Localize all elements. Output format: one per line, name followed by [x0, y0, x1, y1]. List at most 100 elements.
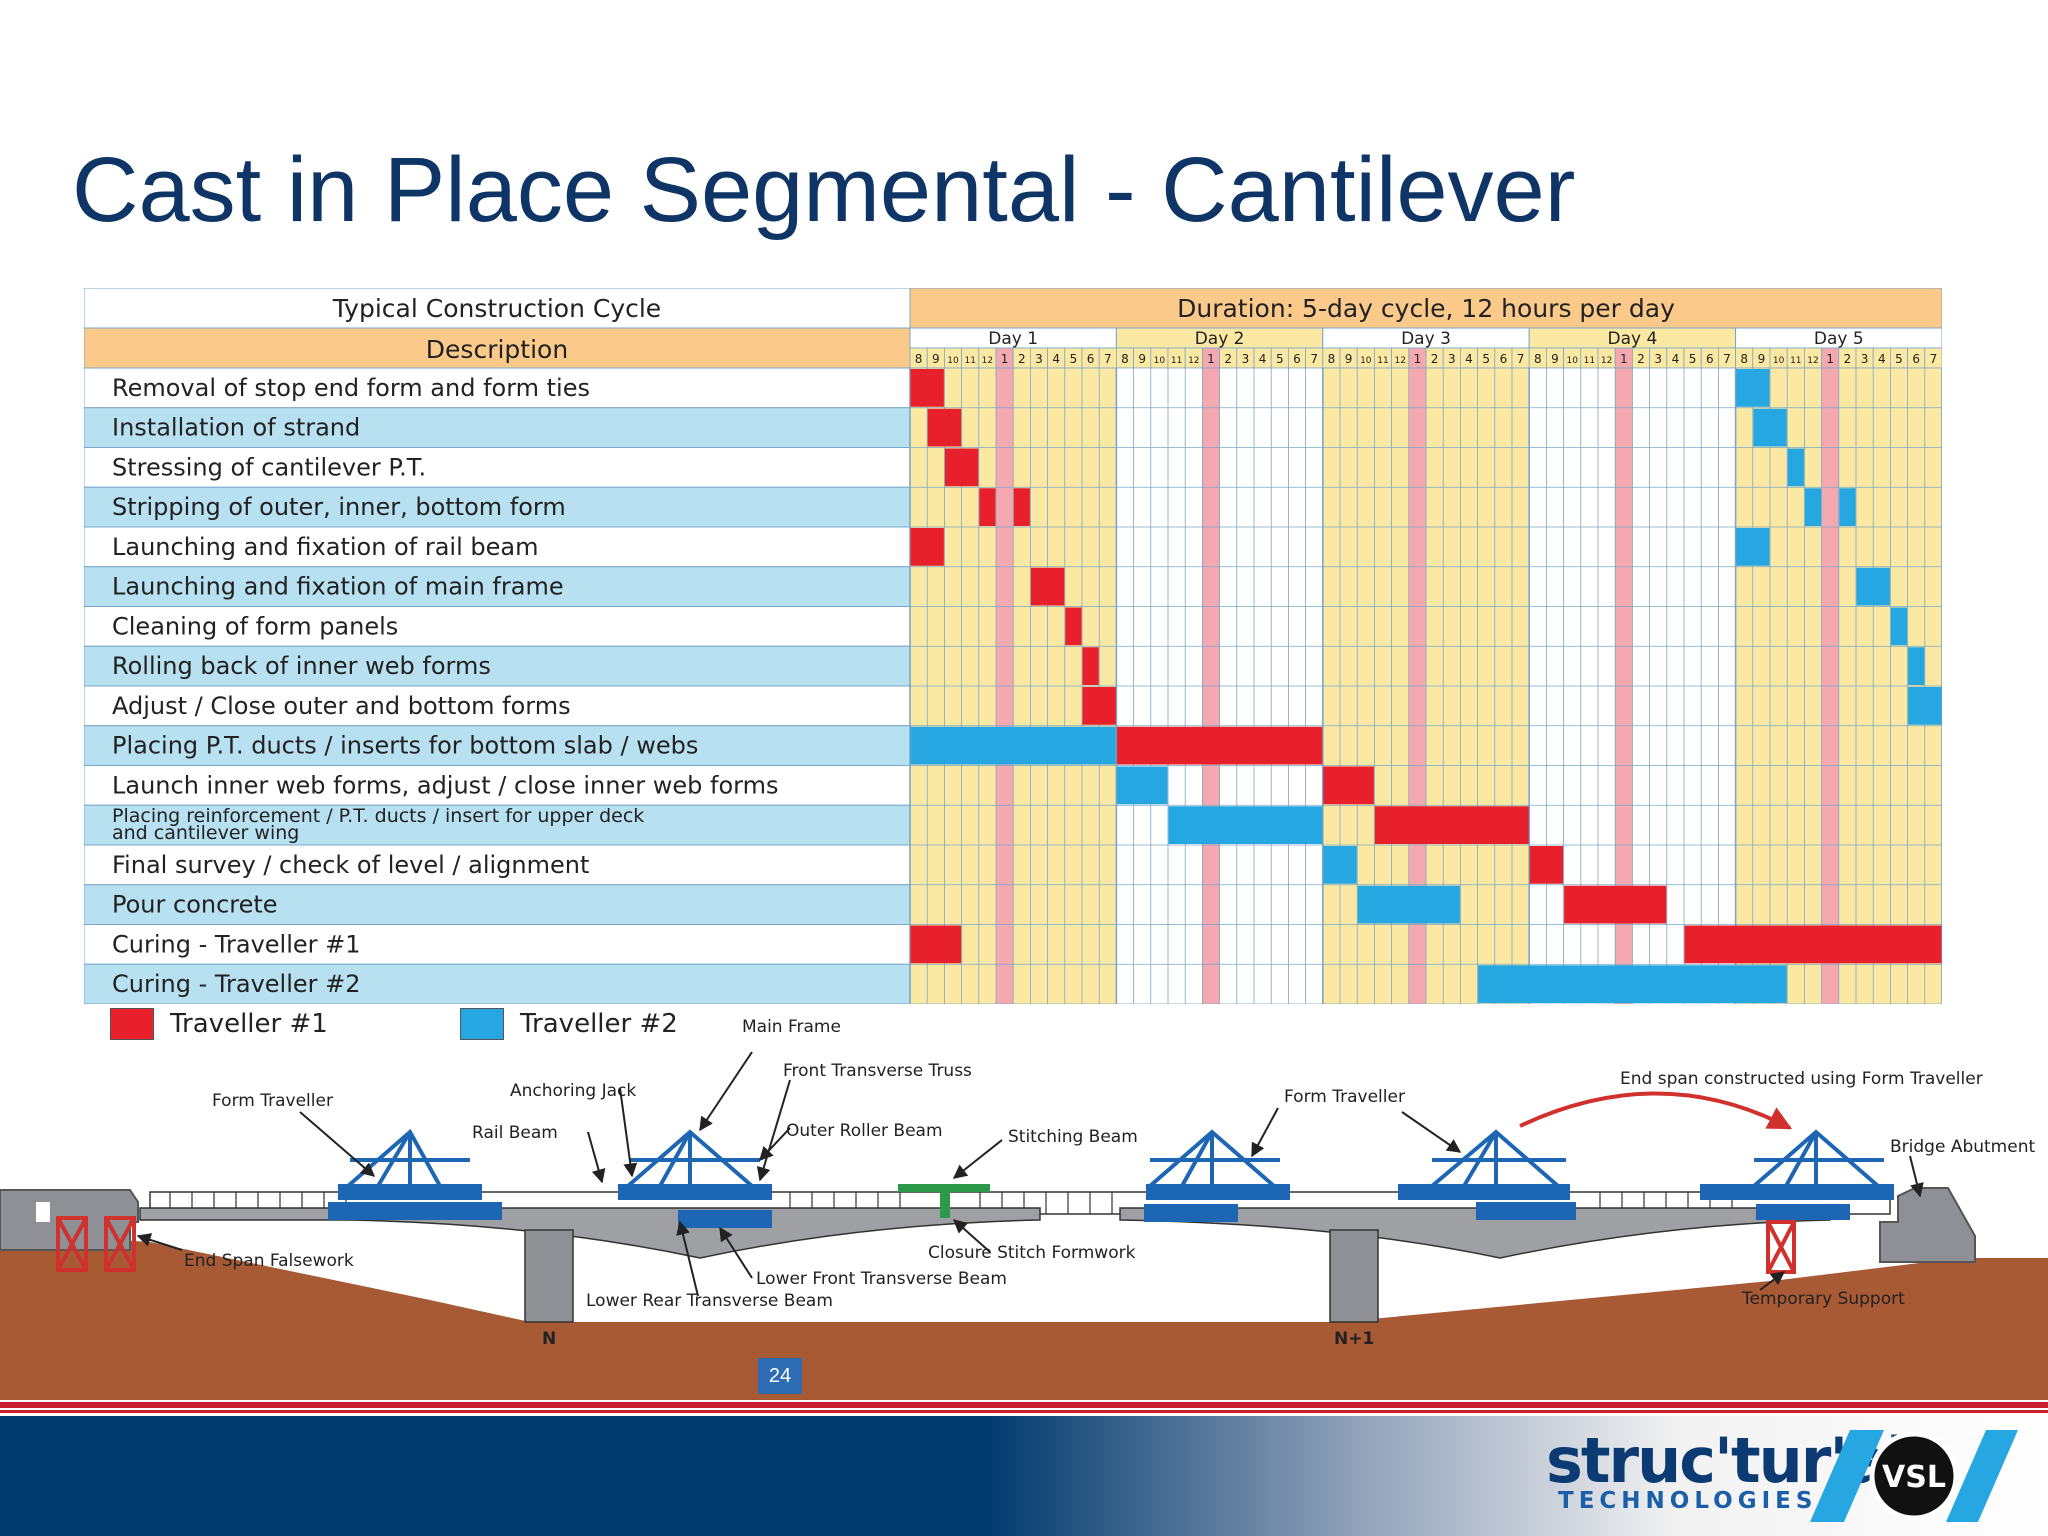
header-duration-label: Duration: 5-day cycle, 12 hours per day: [1177, 294, 1675, 323]
end-span-falsework: [56, 1216, 136, 1272]
label-end-span-note: End span constructed using Form Travelle…: [1620, 1069, 1983, 1089]
task-row-7: [84, 645, 911, 687]
hour-header-label-2-4: 4: [1259, 352, 1267, 366]
task-bar-3-3-traveller-2: [1839, 488, 1856, 526]
task-row-13: [84, 884, 911, 925]
label-anchoring-jack: Anchoring Jack: [510, 1081, 636, 1101]
cantilever-deck-n1: [1119, 1207, 1831, 1259]
label-pier-n1: N+1: [1334, 1329, 1374, 1349]
right-abutment: [1879, 1187, 1976, 1263]
end-span-arrow: [1519, 1091, 1793, 1130]
task-bar-4-1-traveller-2: [1736, 528, 1770, 566]
task-bar-0-0-traveller-1: [910, 369, 944, 407]
hour-header-label-5-1: 1: [1826, 352, 1834, 366]
legend-item-traveller-1: Traveller #1: [110, 1006, 328, 1042]
task-bar-10-0-traveller-2: [1116, 766, 1168, 805]
day-header-label-1: Day 1: [988, 329, 1038, 349]
task-label-11-line-1: Placing reinforcement / P.T. ducts / ins…: [112, 805, 644, 827]
hour-header-label-3-5: 5: [1482, 352, 1490, 366]
task-bar-5-0-traveller-1: [1030, 567, 1065, 606]
task-bar-3-2-traveller-2: [1804, 488, 1822, 526]
task-bar-8-1-traveller-2: [1908, 687, 1942, 725]
task-row-6: [84, 606, 911, 647]
hour-header-label-2-10: 10: [1154, 356, 1166, 366]
day-header-label-2: Day 2: [1195, 329, 1245, 349]
label-temporary-support: Temporary Support: [1741, 1289, 1905, 1309]
hour-header-label-3-12: 12: [1394, 356, 1405, 366]
end-span-deck-left: [139, 1207, 351, 1221]
stitching-beam: [898, 1184, 990, 1218]
day-header-label-3: Day 3: [1401, 329, 1451, 349]
label-end-span-falsework: End Span Falsework: [184, 1251, 354, 1271]
task-label-9: Placing P.T. ducts / inserts for bottom …: [112, 732, 698, 760]
form-traveller-3: [1144, 1129, 1290, 1222]
label-bridge-abutment: Bridge Abutment: [1890, 1137, 2035, 1157]
vsl-circle: [1869, 1431, 1959, 1521]
hour-header-label-1-11: 11: [964, 356, 975, 366]
page-number-badge: 24: [758, 1358, 802, 1394]
hour-header-label-5-12: 12: [1807, 356, 1818, 366]
task-bar-11-0-traveller-2: [1168, 806, 1323, 844]
task-bar-6-1-traveller-2: [1890, 607, 1908, 646]
hour-header-label-1-2: 2: [1018, 352, 1026, 366]
task-bar-12-0-traveller-2: [1323, 846, 1357, 884]
hour-header-label-1-8: 8: [915, 352, 923, 366]
task-bar-9-1-traveller-1: [1116, 726, 1323, 765]
hour-header-label-4-1: 1: [1620, 352, 1628, 366]
hour-header-label-2-2: 2: [1224, 352, 1232, 366]
hour-header-label-5-6: 6: [1912, 352, 1920, 366]
hour-header-label-1-5: 5: [1070, 352, 1078, 366]
task-row-12: [84, 844, 911, 886]
label-main-frame: Main Frame: [742, 1017, 841, 1037]
hour-header-label-1-9: 9: [932, 352, 940, 366]
hour-header-label-4-7: 7: [1723, 352, 1731, 366]
hour-header-label-3-3: 3: [1448, 352, 1456, 366]
form-traveller-4: [1398, 1129, 1576, 1220]
day-header-label-5: Day 5: [1814, 329, 1864, 349]
task-label-15: Curing - Traveller #2: [112, 970, 361, 998]
task-bar-6-0-traveller-1: [1065, 607, 1082, 646]
hour-header-label-3-1: 1: [1414, 352, 1422, 366]
task-bar-14-1-traveller-1: [1684, 925, 1942, 964]
hour-header-label-3-7: 7: [1517, 352, 1525, 366]
task-bar-4-0-traveller-1: [910, 528, 944, 566]
vsl-stripe-left: [1810, 1430, 1884, 1522]
task-bar-14-0-traveller-1: [910, 925, 962, 964]
hour-header-label-2-8: 8: [1121, 352, 1129, 366]
task-bar-13-0-traveller-2: [1357, 885, 1460, 924]
task-bar-5-1-traveller-2: [1856, 567, 1890, 606]
task-label-5: Launching and fixation of main frame: [112, 573, 564, 601]
hour-header-label-3-8: 8: [1328, 352, 1336, 366]
form-traveller-end-span: [1700, 1129, 1894, 1220]
task-label-2: Stressing of cantilever P.T.: [112, 453, 426, 481]
header-duration-cell: [909, 288, 1942, 329]
hour-header-label-3-9: 9: [1345, 352, 1353, 366]
task-bar-11-1-traveller-1: [1374, 806, 1529, 844]
form-traveller-2: [618, 1129, 772, 1228]
task-row-15: [84, 963, 911, 1004]
vsl-stripe-right: [1946, 1430, 2018, 1522]
vsl-logo: VSL: [1810, 1430, 2018, 1522]
label-pier-n: N: [542, 1329, 556, 1349]
hour-header-label-2-6: 6: [1293, 352, 1301, 366]
task-label-10: Launch inner web forms, adjust / close i…: [112, 771, 778, 799]
task-bar-3-1-traveller-1: [1013, 488, 1030, 526]
structural-technologies-logo: struc'tur'al TECHNOLOGIES: [1540, 1420, 1907, 1530]
label-stitching-beam: Stitching Beam: [1008, 1127, 1138, 1147]
hour-header-label-3-10: 10: [1360, 356, 1372, 366]
ground: [0, 1232, 2048, 1400]
pier-n1: [1329, 1229, 1379, 1323]
hour-header-label-4-4: 4: [1672, 352, 1680, 366]
label-rail-beam: Rail Beam: [472, 1123, 558, 1143]
task-label-0: Removal of stop end form and form ties: [112, 374, 590, 402]
hour-header-label-5-3: 3: [1861, 352, 1869, 366]
hour-header-label-1-4: 4: [1052, 352, 1060, 366]
label-outer-roller-beam: Outer Roller Beam: [786, 1121, 943, 1141]
hour-header-label-4-11: 11: [1584, 356, 1595, 366]
task-label-11-line-2: and cantilever wing: [112, 822, 299, 844]
hour-header-label-5-9: 9: [1758, 352, 1766, 366]
task-bar-13-1-traveller-1: [1564, 885, 1667, 924]
task-bar-7-0-traveller-1: [1082, 647, 1099, 685]
task-bar-2-0-traveller-1: [944, 448, 979, 487]
task-bar-15-0-traveller-2: [1478, 965, 1787, 1003]
